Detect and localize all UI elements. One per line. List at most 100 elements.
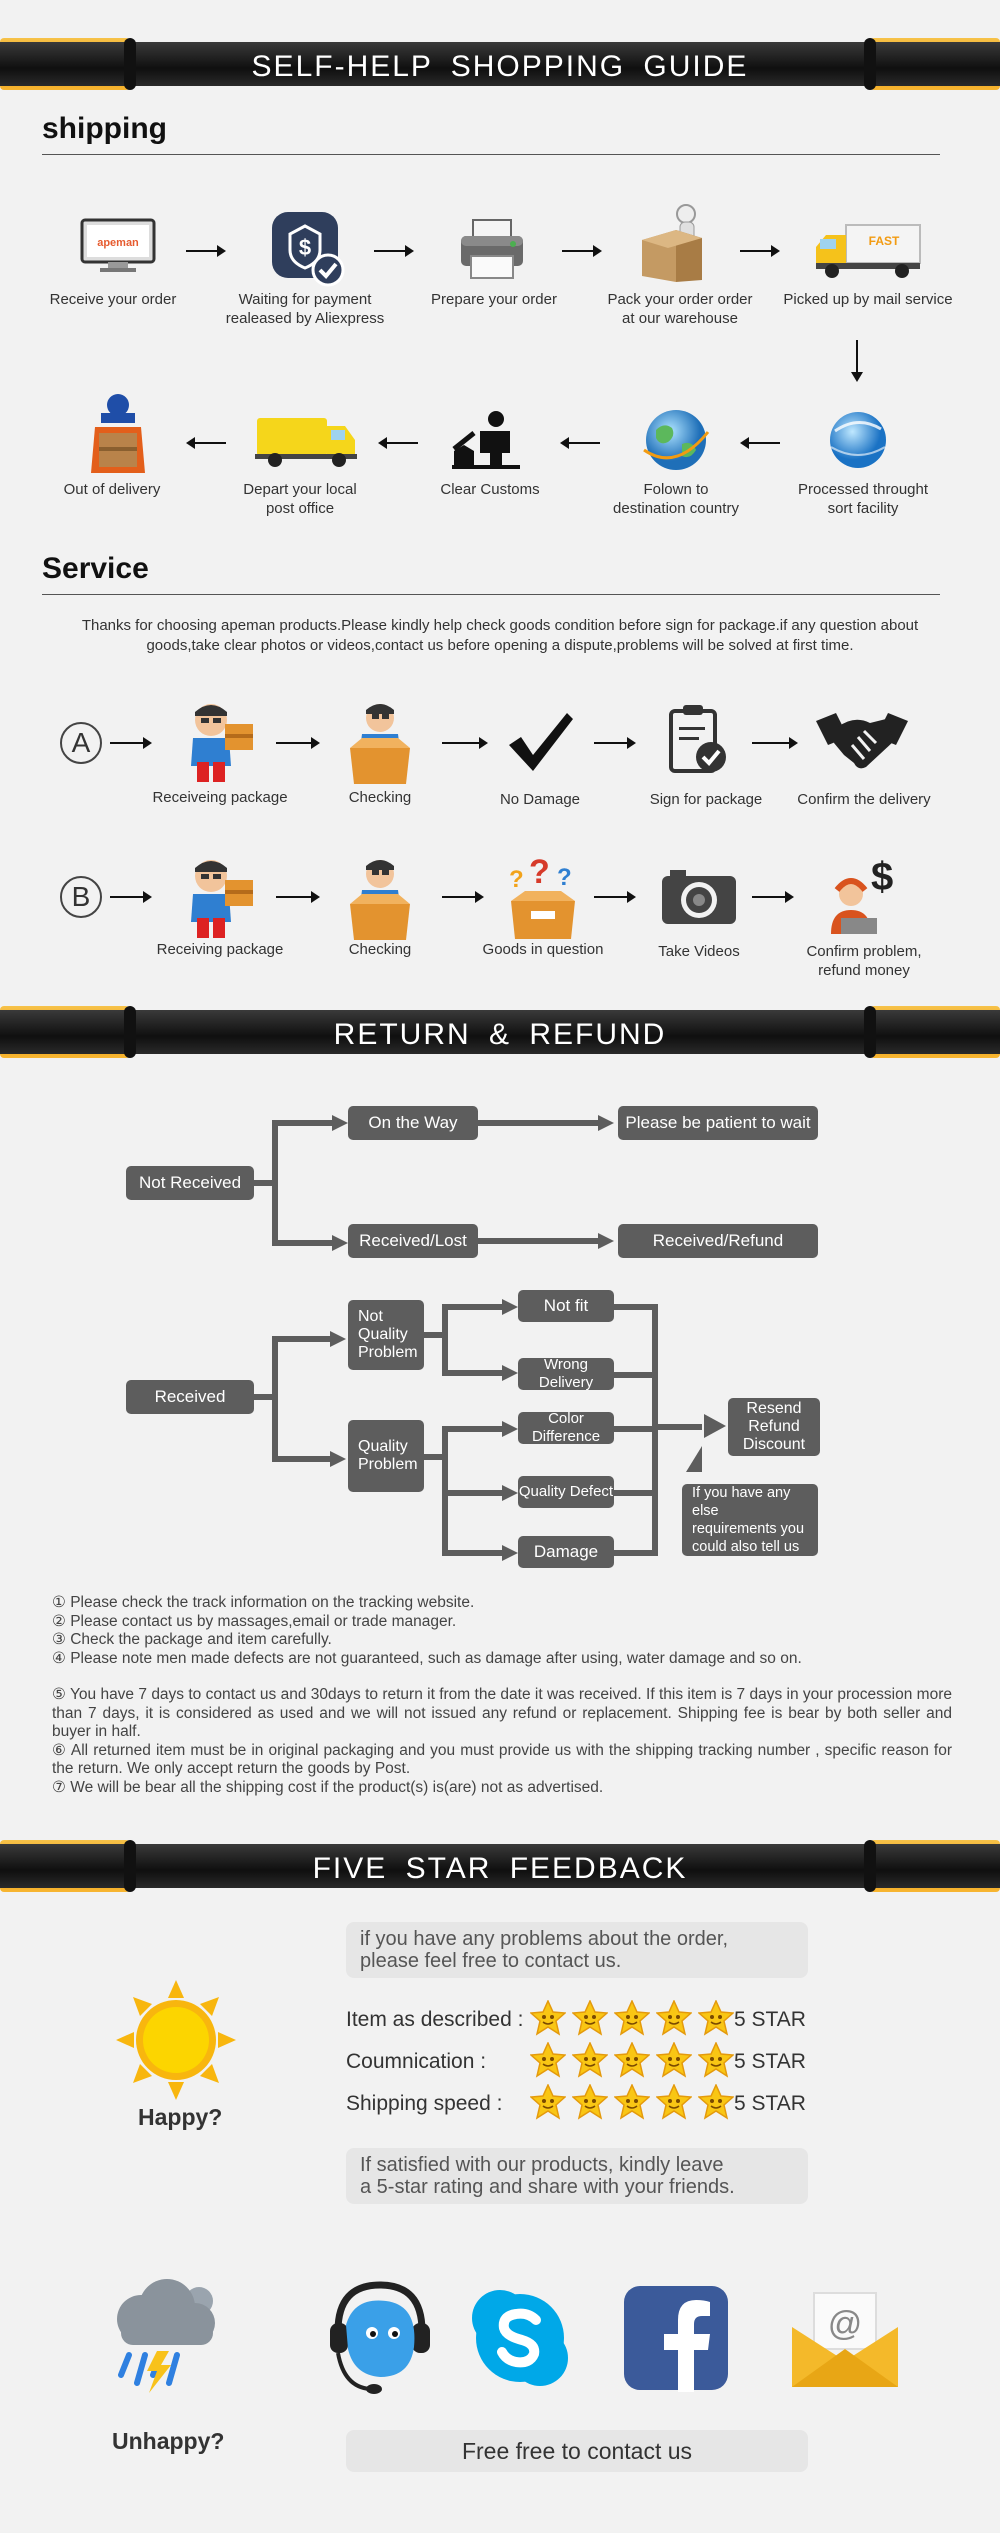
row-a-marker: A bbox=[60, 722, 102, 764]
flow-arrow-left bbox=[740, 437, 780, 449]
rating-value-shipping: 5 STAR bbox=[734, 2092, 806, 2115]
damage-box: Damage bbox=[518, 1536, 614, 1568]
else-requirements-bubble: If you have any else requirements you co… bbox=[682, 1484, 818, 1556]
contact-us-button[interactable]: Free free to contact us bbox=[346, 2430, 808, 2472]
step-destination: Folown to destination country bbox=[613, 481, 739, 517]
svg-text:$: $ bbox=[299, 235, 311, 260]
courier-icon bbox=[80, 390, 156, 478]
not-received-box: Not Received bbox=[126, 1166, 254, 1200]
service-a-sign: Sign for package bbox=[649, 791, 763, 808]
star-icon bbox=[614, 2084, 650, 2120]
note-7: ⑦ We will be bear all the shipping cost … bbox=[52, 1778, 604, 1796]
note-4: ④ Please note men made defects are not g… bbox=[52, 1649, 802, 1667]
not-fit-box: Not fit bbox=[518, 1290, 614, 1322]
step-clear-customs: Clear Customs bbox=[440, 481, 540, 498]
truck-icon: FAST bbox=[812, 220, 924, 282]
star-icon bbox=[614, 2000, 650, 2036]
rating-label-shipping: Shipping speed : bbox=[346, 2092, 503, 2115]
feedback-satisfied: If satisfied with our products, kindly l… bbox=[346, 2148, 808, 2204]
flow-arrow-left bbox=[186, 437, 226, 449]
note-1: ① Please check the track information on … bbox=[52, 1594, 475, 1611]
quality-problem-box: Quality Problem bbox=[348, 1420, 424, 1492]
flow-arrow bbox=[186, 245, 226, 257]
star-icon bbox=[656, 2042, 692, 2078]
refund-notes: ① Please check the track information on … bbox=[52, 1594, 972, 1797]
flow-arrow-left bbox=[378, 437, 418, 449]
wrong-delivery-box: Wrong Delivery bbox=[518, 1356, 614, 1391]
be-patient-box: Please be patient to wait bbox=[618, 1106, 818, 1140]
note-3: ③ Check the package and item carefully. bbox=[52, 1631, 332, 1648]
service-a-checking: Checking bbox=[348, 789, 412, 806]
service-a-confirm: Confirm the delivery bbox=[797, 791, 931, 808]
clipboard-check-icon bbox=[660, 700, 736, 780]
customs-icon bbox=[448, 408, 524, 472]
sun-icon bbox=[112, 1976, 240, 2104]
shipping-title: shipping bbox=[42, 112, 167, 145]
star-icon bbox=[572, 2000, 608, 2036]
star-icon bbox=[572, 2042, 608, 2078]
checking-icon bbox=[340, 700, 420, 786]
earth-icon bbox=[636, 400, 716, 480]
flow-arrow bbox=[740, 245, 780, 257]
step-receive-order: Receive your order bbox=[49, 291, 177, 308]
quality-defect-box: Quality Defect bbox=[518, 1476, 614, 1508]
star-icon bbox=[614, 2042, 650, 2078]
facebook-icon[interactable] bbox=[620, 2282, 732, 2394]
monitor-icon: apeman bbox=[78, 216, 158, 276]
camera-icon bbox=[656, 860, 742, 932]
guide-banner: SELF-HELP SHOPPING GUIDE bbox=[0, 38, 1000, 90]
star-icon bbox=[530, 2042, 566, 2078]
service-b-confirm: Confirm problem, refund money bbox=[806, 943, 922, 979]
star-icon bbox=[698, 2042, 734, 2078]
box-icon bbox=[636, 200, 716, 288]
email-icon[interactable]: @ bbox=[786, 2284, 904, 2394]
svg-text:?: ? bbox=[557, 864, 572, 891]
service-b-receiving: Receiving package bbox=[156, 941, 284, 958]
refund-banner: RETURN & REFUND bbox=[0, 1006, 1000, 1058]
star-icon bbox=[698, 2000, 734, 2036]
handshake-icon bbox=[812, 704, 912, 776]
globe-icon bbox=[822, 404, 894, 476]
feedback-banner: FIVE STAR FEEDBACK bbox=[0, 1840, 1000, 1892]
svg-text:FAST: FAST bbox=[869, 234, 900, 248]
feedback-banner-title: FIVE STAR FEEDBACK bbox=[312, 1852, 688, 1885]
feedback-intro: if you have any problems about the order… bbox=[346, 1922, 808, 1978]
service-a-receiving: Receiveing package bbox=[152, 789, 288, 806]
rating-stars-described bbox=[530, 2000, 734, 2036]
checkmark-icon bbox=[500, 704, 580, 780]
note-6: ⑥ All returned item must be in original … bbox=[52, 1741, 952, 1778]
not-quality-problem-box: Not Quality Problem bbox=[348, 1300, 424, 1370]
van-icon bbox=[252, 410, 360, 472]
rating-value-described: 5 STAR bbox=[734, 2008, 806, 2031]
rating-stars-communication bbox=[530, 2042, 734, 2078]
star-icon bbox=[656, 2000, 692, 2036]
svg-text:?: ? bbox=[529, 857, 550, 891]
svg-text:@: @ bbox=[828, 2305, 863, 2343]
color-difference-box: Color Difference bbox=[518, 1410, 614, 1445]
checking-icon bbox=[340, 856, 420, 942]
guide-banner-title: SELF-HELP SHOPPING GUIDE bbox=[251, 50, 749, 83]
step-pack-order: Pack your order order at our warehouse bbox=[607, 291, 753, 327]
receiving-package-icon bbox=[180, 700, 260, 786]
rating-stars-shipping bbox=[530, 2084, 734, 2120]
support-refund-icon: $ bbox=[818, 852, 908, 940]
rating-value-communication: 5 STAR bbox=[734, 2050, 806, 2073]
step-prepare-order: Prepare your order bbox=[431, 291, 557, 308]
star-icon bbox=[698, 2084, 734, 2120]
service-a-no-damage: No Damage bbox=[499, 791, 581, 808]
star-icon bbox=[656, 2084, 692, 2120]
service-divider bbox=[42, 594, 940, 595]
note-5: ⑤ You have 7 days to contact us and 30da… bbox=[52, 1686, 952, 1740]
skype-icon[interactable] bbox=[464, 2282, 576, 2394]
service-b-question: Goods in question bbox=[482, 941, 604, 958]
printer-icon bbox=[456, 216, 528, 282]
step-sort-facility: Processed throught sort facility bbox=[797, 481, 929, 517]
step-out-of-delivery: Out of delivery bbox=[63, 481, 161, 498]
headset-icon[interactable] bbox=[322, 2276, 432, 2396]
svg-text:?: ? bbox=[509, 866, 524, 893]
step-waiting-payment: Waiting for payment realeased by Aliexpr… bbox=[225, 291, 385, 327]
happy-label: Happy? bbox=[138, 2104, 223, 2130]
storm-cloud-icon bbox=[100, 2270, 232, 2398]
received-lost-box: Received/Lost bbox=[348, 1224, 478, 1258]
unhappy-label: Unhappy? bbox=[112, 2428, 225, 2454]
